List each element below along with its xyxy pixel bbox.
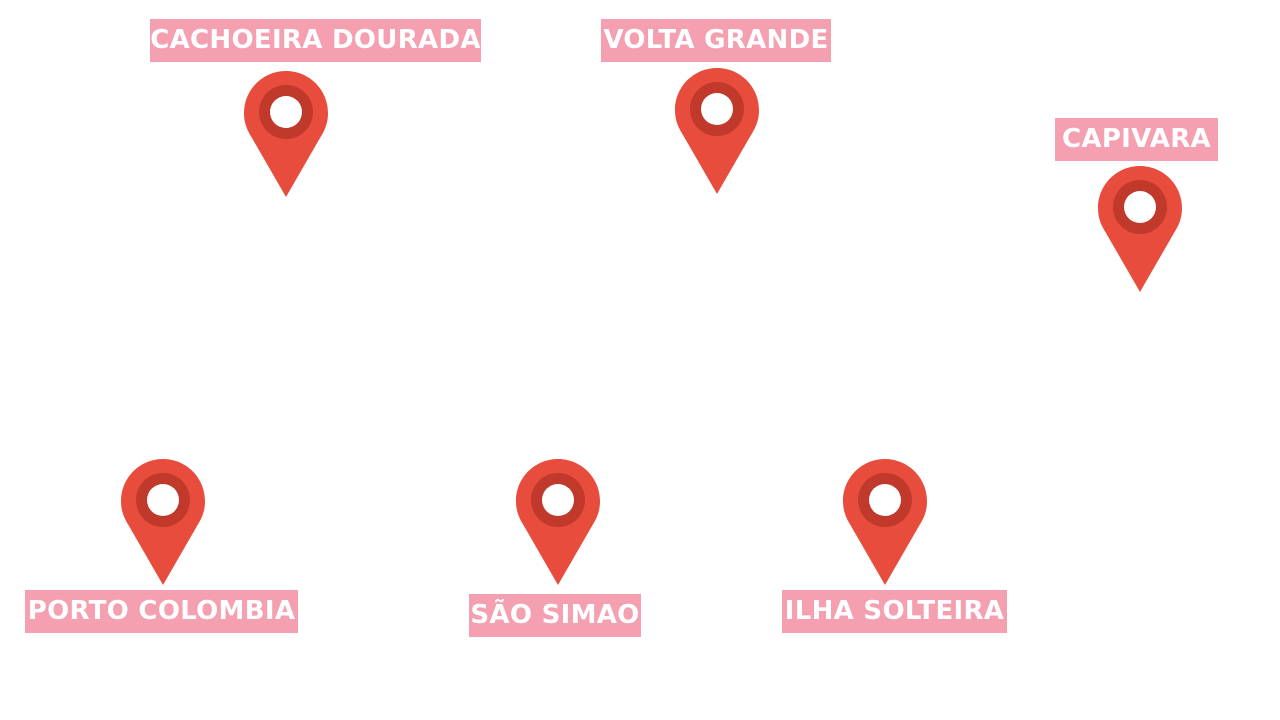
location-label-sao-simao: SÃO SIMAO xyxy=(469,594,641,637)
map-pin-icon[interactable] xyxy=(841,457,929,587)
map-pin-icon[interactable] xyxy=(119,457,207,587)
location-label-capivara: CAPIVARA xyxy=(1055,118,1218,161)
map-pin-icon[interactable] xyxy=(673,66,761,196)
map-pin-icon[interactable] xyxy=(514,457,602,587)
location-label-porto-colombia: PORTO COLOMBIA xyxy=(25,590,298,633)
location-label-ilha-solteira: ILHA SOLTEIRA xyxy=(782,590,1007,633)
location-label-cachoeira-dourada: CACHOEIRA DOURADA xyxy=(150,19,481,62)
location-label-volta-grande: VOLTA GRANDE xyxy=(601,19,831,62)
map-pin-icon[interactable] xyxy=(242,69,330,199)
map-pin-icon[interactable] xyxy=(1096,164,1184,294)
